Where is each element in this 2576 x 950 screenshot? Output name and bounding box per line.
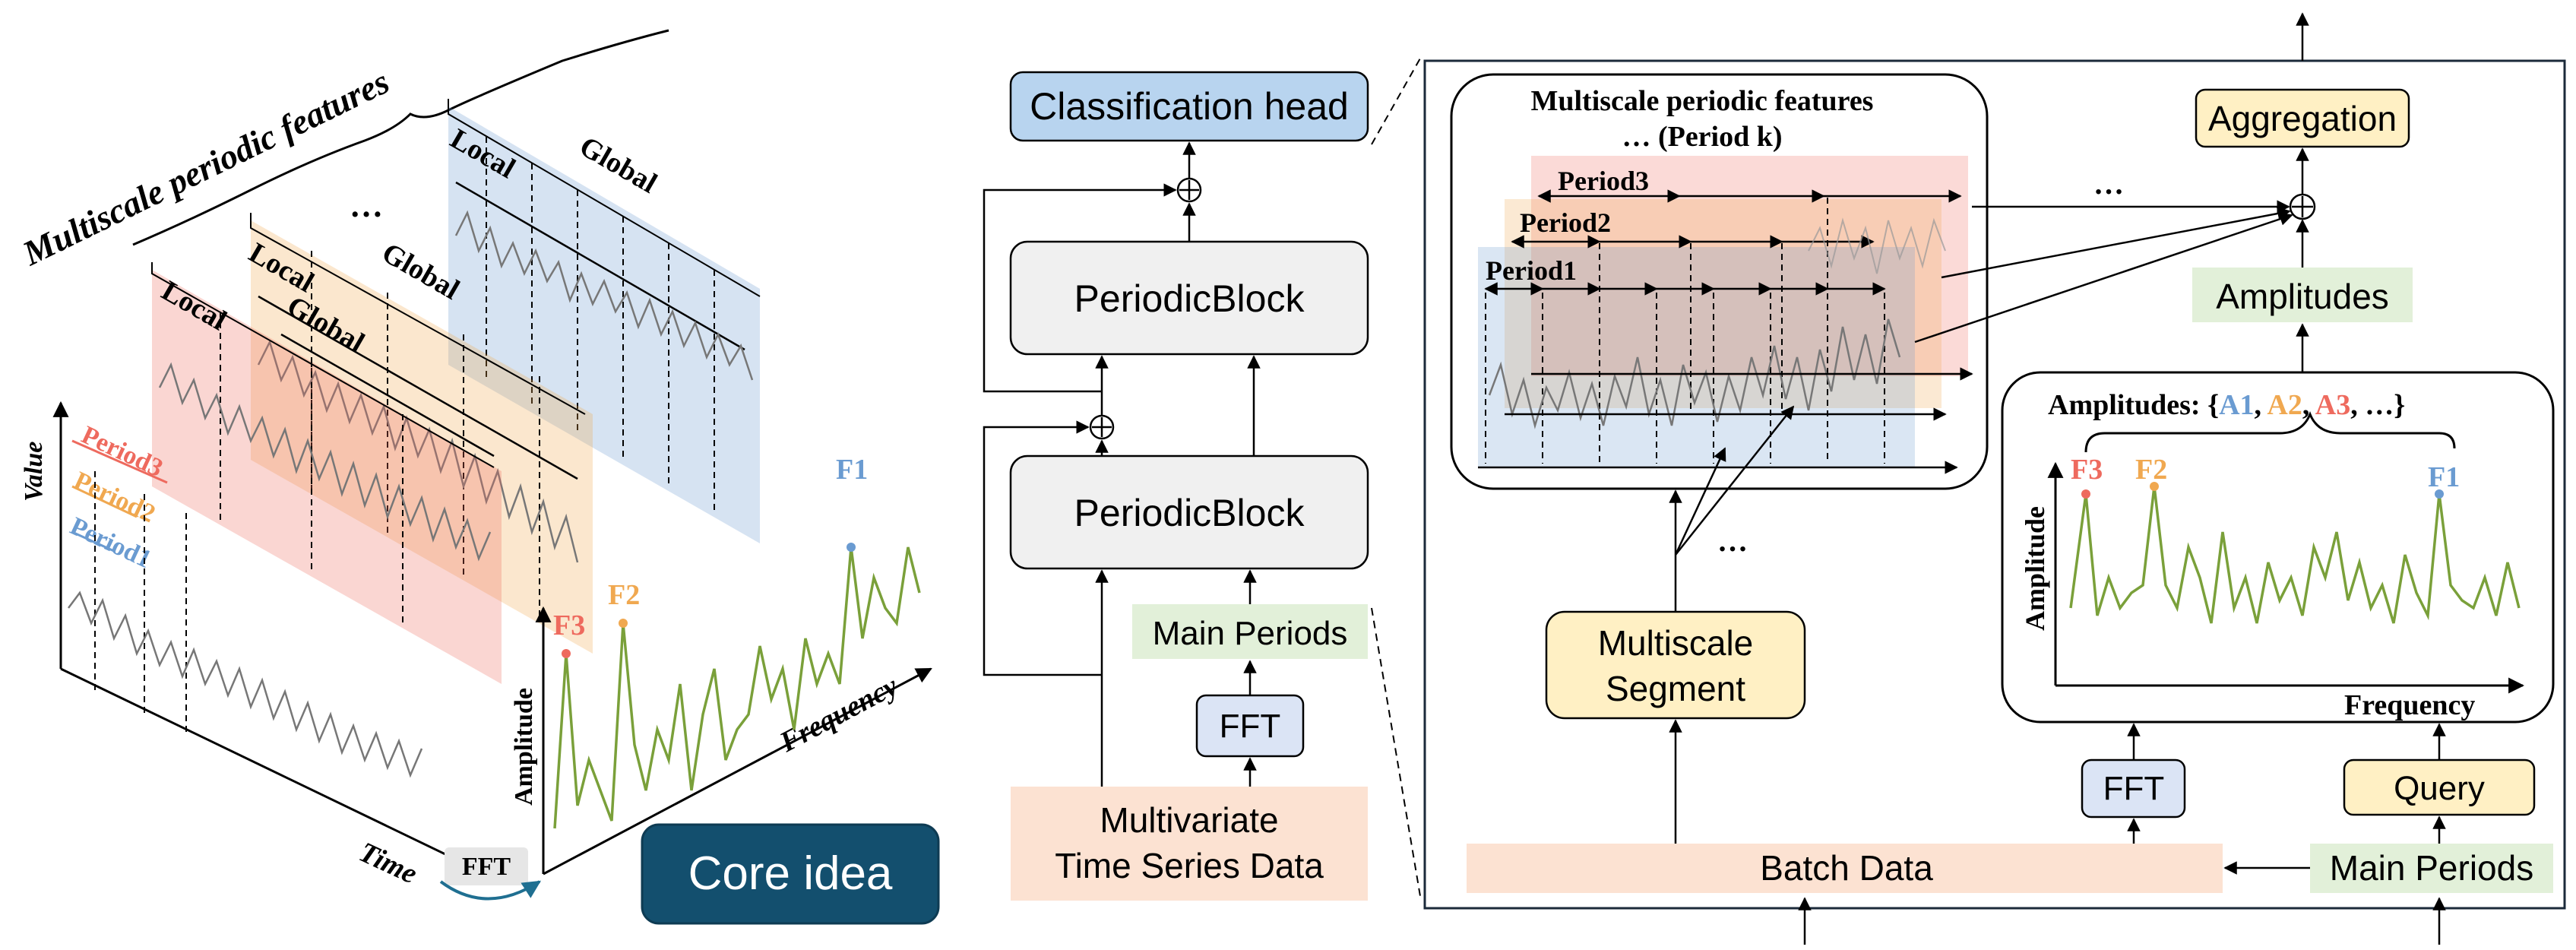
classification-head-box xyxy=(1009,71,1369,142)
input-data-line2: Time Series Data xyxy=(1055,846,1324,885)
time-axis-label: Time xyxy=(354,836,422,890)
periodic-block-top-label: PeriodicBlock xyxy=(1074,277,1305,320)
segment-ellipsis: … xyxy=(1717,524,1748,558)
band-period1-label: Period1 xyxy=(1486,255,1577,286)
aggregation-box xyxy=(2195,88,2410,148)
amp-peak-f2: F2 xyxy=(2135,454,2167,486)
amp-peak-f3: F3 xyxy=(2071,454,2103,486)
aggregate-ellipsis: … xyxy=(2093,166,2124,201)
input-data-box xyxy=(1011,787,1368,901)
amplitudes-label: Amplitudes xyxy=(2216,277,2389,316)
value-axis-label: Value xyxy=(20,442,48,502)
multiscale-segment-line2: Segment xyxy=(1606,669,1745,708)
main-periods-box xyxy=(1132,604,1368,659)
band-period3-label: Period3 xyxy=(1558,166,1649,196)
slice-period2: Local Global xyxy=(244,213,593,654)
amp-chart-frequency-axis: Frequency xyxy=(2344,689,2475,721)
amplitudes-box xyxy=(2192,268,2413,322)
aggregation-label: Aggregation xyxy=(2208,99,2397,138)
periodic-block-detail-frame xyxy=(1423,59,2566,910)
title-brace xyxy=(132,29,669,246)
multiscale-features-box xyxy=(1450,73,1989,490)
amp-peak-f1: F1 xyxy=(2428,461,2460,493)
features-title-line1: Multiscale periodic features xyxy=(1531,85,1874,117)
left-title: Multiscale periodic features xyxy=(16,62,395,273)
features-title-line2: … (Period k) xyxy=(1622,121,1782,153)
freq-peak-f1: F1 xyxy=(836,454,868,486)
slices-ellipsis: … xyxy=(350,187,383,224)
middle-fft-label: FFT xyxy=(1220,708,1281,745)
core-idea-label: Core idea xyxy=(688,847,893,900)
right-fft-label: FFT xyxy=(2103,770,2165,807)
amp-chart-amplitude-axis: Amplitude xyxy=(2020,506,2050,631)
right-panel: Multiscale periodic features … (Period k… xyxy=(1423,12,2566,945)
right-main-periods-label: Main Periods xyxy=(2330,848,2533,888)
input-data-line1: Multivariate xyxy=(1100,800,1278,840)
left-fft-badge: FFT xyxy=(439,847,542,901)
batch-data-box xyxy=(1467,844,2223,893)
left-panel: Multiscale periodic features Local Globa… xyxy=(16,29,940,925)
freq-peak-f3: F3 xyxy=(553,610,585,641)
middle-panel: Classification head PeriodicBlock Period… xyxy=(983,56,1422,901)
periodic-block-bottom xyxy=(1009,454,1369,570)
query-label: Query xyxy=(2394,770,2485,807)
amp-title: Amplitudes: {A1, A2, A3, …} xyxy=(2048,389,2405,421)
right-main-periods-box xyxy=(2310,844,2553,893)
band-period1 xyxy=(1478,247,1915,467)
main-periods-label: Main Periods xyxy=(1153,615,1348,652)
band-period2-label: Period2 xyxy=(1520,207,1611,238)
freq-peak-f2: F2 xyxy=(608,579,640,611)
periodic-block-bottom-label: PeriodicBlock xyxy=(1074,492,1305,534)
classification-head-label: Classification head xyxy=(1030,85,1349,128)
left-fft-label: FFT xyxy=(462,853,511,881)
core-idea-badge: Core idea xyxy=(641,823,940,925)
amplitudes-chart-box xyxy=(2001,371,2555,724)
batch-data-label: Batch Data xyxy=(1760,848,1933,888)
multiscale-segment-line1: Multiscale xyxy=(1598,623,1754,663)
freq-amplitude-axis-label: Amplitude xyxy=(510,688,538,806)
